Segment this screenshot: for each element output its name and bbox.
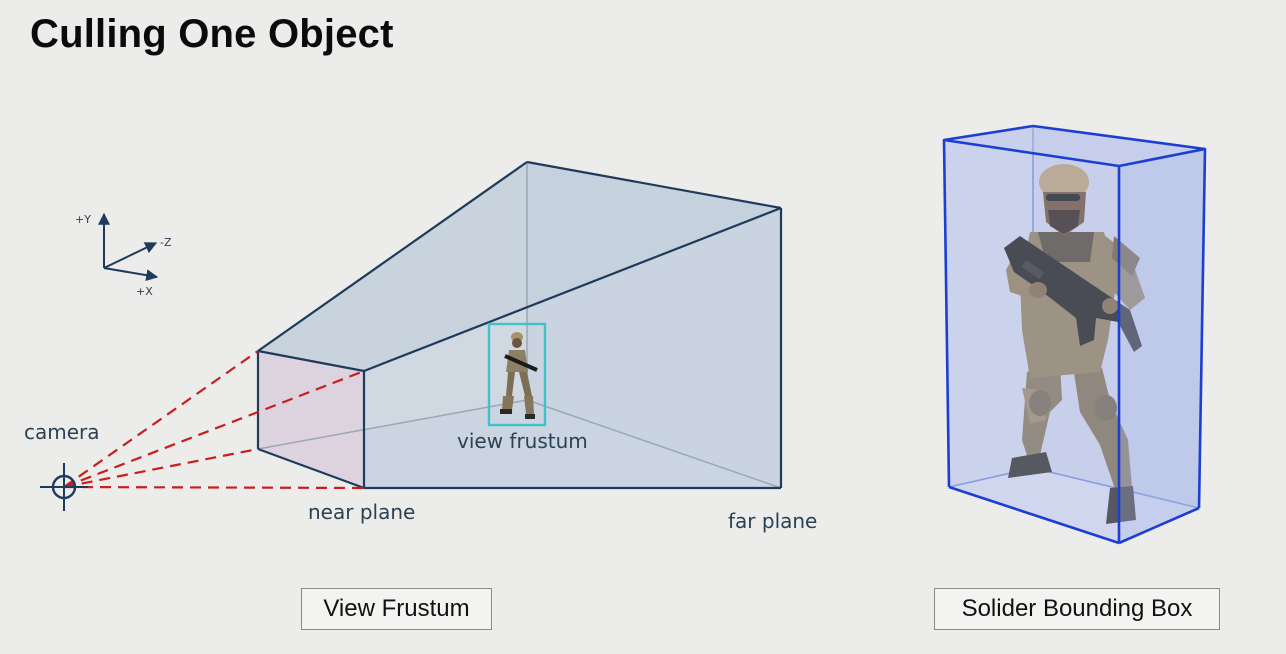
frustum-front-face bbox=[364, 208, 781, 488]
bbox-back-face bbox=[944, 126, 1033, 487]
bounding-box-caption: Solider Bounding Box bbox=[934, 588, 1220, 630]
view-frustum bbox=[256, 160, 783, 490]
small-soldier-object bbox=[487, 322, 547, 427]
near-plane-label: near plane bbox=[308, 500, 415, 524]
near-plane-face bbox=[258, 351, 364, 488]
frustum-top-face bbox=[258, 162, 781, 371]
small-soldier-icon bbox=[500, 332, 538, 419]
bbox-floor bbox=[949, 468, 1199, 543]
camera-label: camera bbox=[24, 420, 100, 444]
bbox-side-face bbox=[1119, 149, 1205, 543]
camera-rays bbox=[63, 350, 365, 490]
axis-gizmo: +Y -Z +X bbox=[75, 212, 172, 298]
view-frustum-label: view frustum bbox=[457, 429, 588, 453]
view-frustum-caption: View Frustum bbox=[301, 588, 492, 630]
large-soldier-icon bbox=[1004, 164, 1145, 524]
bbox-top-face bbox=[944, 126, 1205, 166]
camera-crosshair-icon bbox=[40, 463, 88, 511]
slide-title: Culling One Object bbox=[30, 12, 394, 56]
bounding-box-illustration bbox=[942, 124, 1207, 545]
axis-label-z: -Z bbox=[160, 236, 172, 249]
axis-label-x: +X bbox=[136, 285, 153, 298]
object-screen-box bbox=[487, 322, 547, 427]
bbox-front-face bbox=[944, 140, 1119, 543]
axis-label-y: +Y bbox=[75, 213, 91, 226]
far-plane-label: far plane bbox=[728, 509, 817, 533]
